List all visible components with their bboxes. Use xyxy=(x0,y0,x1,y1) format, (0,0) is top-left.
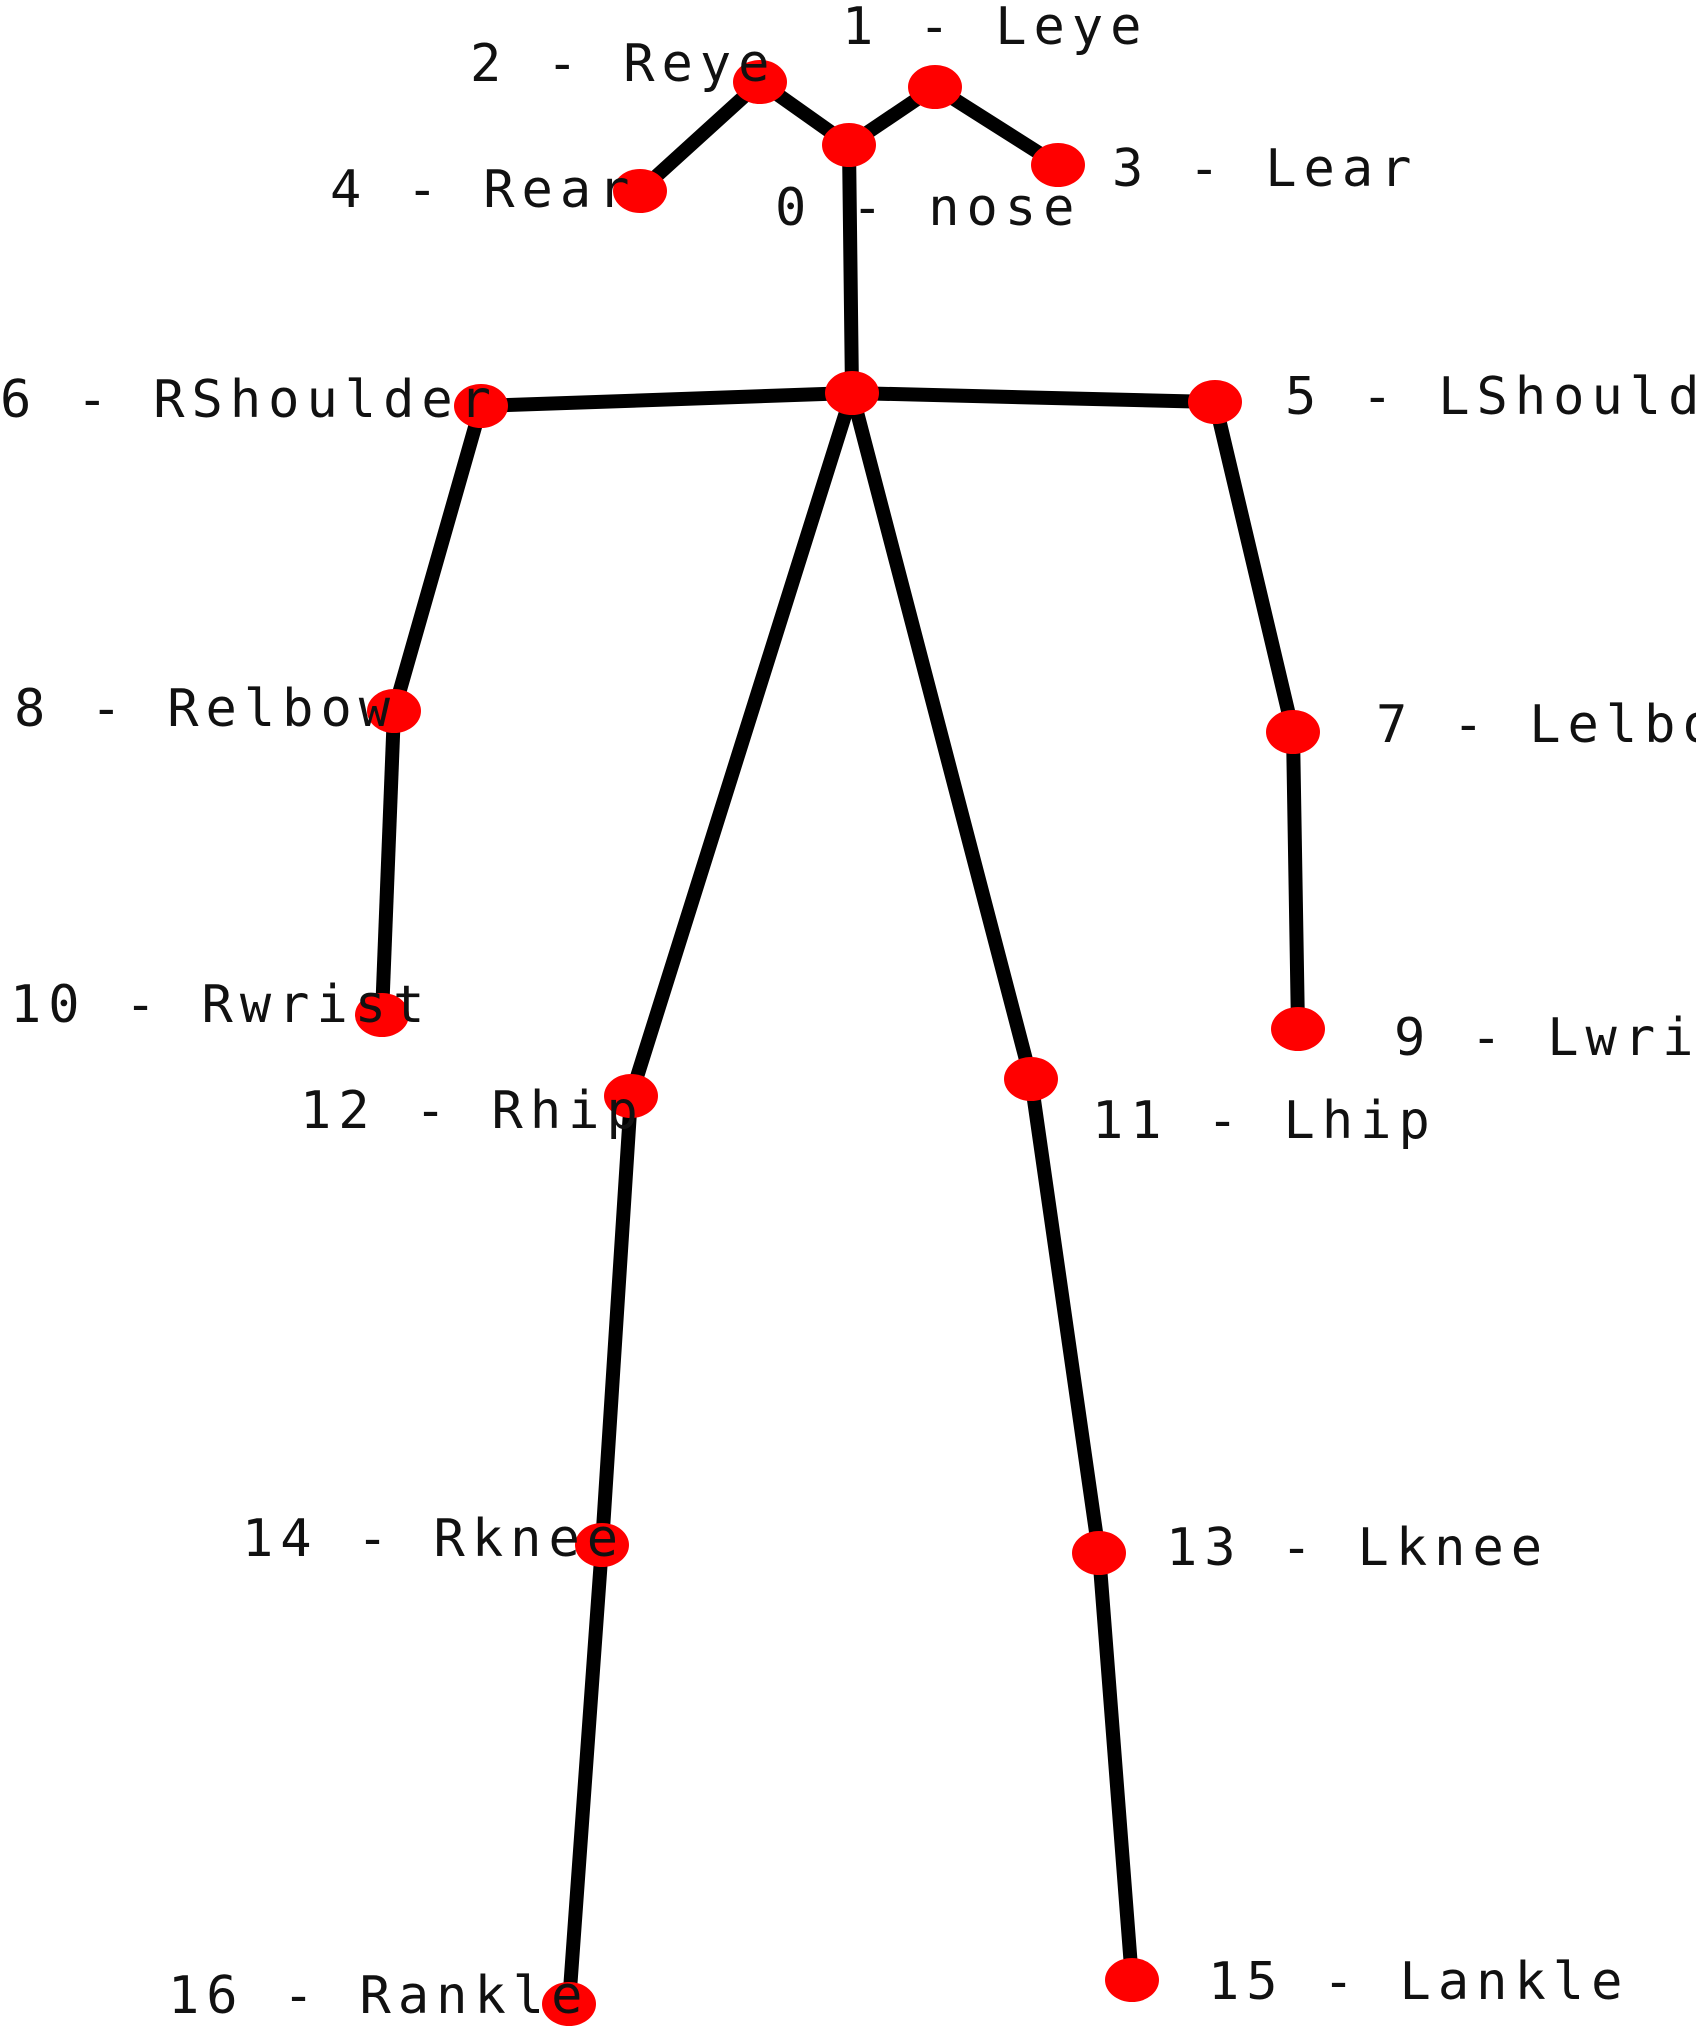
skeleton-keypoints xyxy=(355,60,1325,2026)
keypoint-lhip xyxy=(1004,1057,1058,1101)
keypoint-label-nose: 0 - nose xyxy=(775,178,1081,238)
keypoint-relbow xyxy=(367,689,421,733)
bone-neck-rshoulder xyxy=(474,386,859,413)
skeleton-bones xyxy=(375,75,1305,2011)
keypoint-neck xyxy=(825,371,879,415)
keypoint-label-rankle: 16 - Rankle xyxy=(168,1966,589,2026)
bone-neck-lhip xyxy=(845,386,1038,1086)
bone-rshoulder-relbow xyxy=(387,399,488,718)
keypoint-rshoulder xyxy=(454,384,508,428)
keypoint-rhip xyxy=(604,1074,658,1118)
bone-lshoulder-lelbow xyxy=(1208,395,1300,739)
bone-relbow-rwrist xyxy=(375,704,401,1022)
keypoint-rknee xyxy=(575,1523,629,1567)
keypoint-label-lear: 3 - Lear xyxy=(1112,139,1418,199)
keypoint-label-leye: 1 - Leye xyxy=(842,0,1148,57)
keypoint-leye xyxy=(908,65,962,109)
keypoint-lelbow xyxy=(1266,710,1320,754)
keypoint-rear xyxy=(613,169,667,213)
bone-reye-rear xyxy=(633,75,767,198)
bone-neck-rhip xyxy=(624,386,859,1103)
bone-rknee-rankle xyxy=(562,1538,609,2011)
keypoint-label-relbow: 8 - Relbow xyxy=(14,679,397,739)
keypoint-reye xyxy=(733,60,787,104)
keypoint-label-rhip: 12 - Rhip xyxy=(300,1081,645,1141)
keypoint-nose xyxy=(822,123,876,167)
keypoint-label-lshoulder: 5 - LShoulder xyxy=(1285,367,1696,427)
keypoint-lankle xyxy=(1105,1958,1159,2002)
keypoint-lknee xyxy=(1072,1531,1126,1575)
keypoint-label-rwrist: 10 - Rwrist xyxy=(10,975,431,1035)
bone-neck-lshoulder xyxy=(845,386,1222,409)
keypoint-label-lknee: 13 - Lknee xyxy=(1166,1518,1549,1578)
keypoint-rankle xyxy=(542,1982,596,2026)
bone-lhip-lknee xyxy=(1024,1072,1106,1560)
keypoint-lear xyxy=(1031,143,1085,187)
bone-neck-nose xyxy=(842,138,859,400)
keypoint-rwrist xyxy=(355,993,409,1037)
keypoint-label-lankle: 15 - Lankle xyxy=(1208,1952,1629,2012)
keypoint-label-rshoulder: 6 - RShoulder xyxy=(0,370,498,430)
keypoint-label-lhip: 11 - Lhip xyxy=(1092,1091,1437,1151)
keypoint-lshoulder xyxy=(1188,380,1242,424)
keypoint-label-reye: 2 - Reye xyxy=(470,34,776,94)
bone-rhip-rknee xyxy=(595,1089,638,1552)
bone-lelbow-lwrist xyxy=(1286,725,1305,1036)
keypoint-lwrist xyxy=(1271,1007,1325,1051)
bone-lknee-lankle xyxy=(1092,1546,1139,1987)
keypoint-label-lelbow: 7 - Lelbow xyxy=(1376,695,1696,755)
keypoint-label-rear: 4 - Rear xyxy=(330,160,636,220)
keypoint-label-rknee: 14 - Rknee xyxy=(242,1509,625,1569)
keypoint-label-lwrist: 9 - Lwrist xyxy=(1394,1008,1696,1068)
